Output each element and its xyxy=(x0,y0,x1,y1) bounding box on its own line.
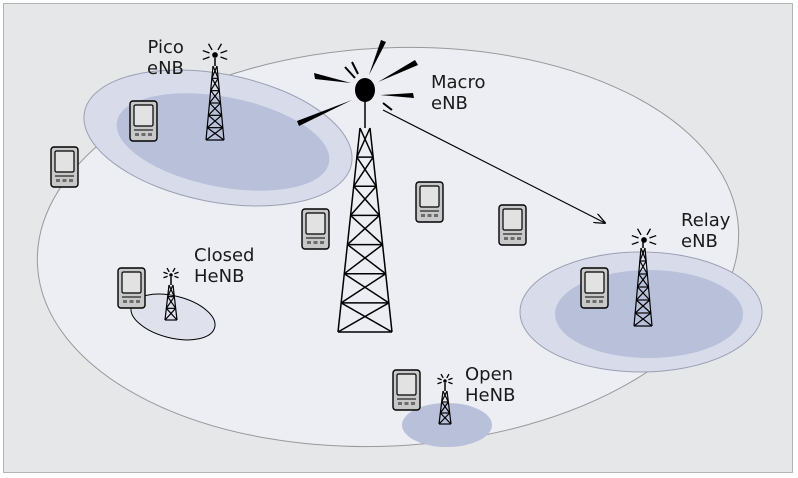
closed-henb-tower-icon xyxy=(164,277,178,321)
pico-antenna-icon xyxy=(202,43,228,61)
handset-icon xyxy=(392,369,421,411)
open-label-line2: HeNB xyxy=(465,385,516,406)
handset-icon xyxy=(50,146,79,188)
relay-label-line1: Relay xyxy=(681,210,731,231)
open-henb-label: Open HeNB xyxy=(465,364,515,406)
closed-henb-antenna-icon xyxy=(163,267,179,279)
closed-label-line1: Closed xyxy=(194,245,255,266)
macro-enb-label: Macro eNB xyxy=(431,72,485,114)
relay-enb-label: Relay eNB xyxy=(681,210,730,252)
handset-icon xyxy=(129,100,158,142)
handset-icon xyxy=(415,181,444,223)
relay-antenna-icon xyxy=(631,228,657,246)
open-henb-coverage xyxy=(402,403,492,447)
macro-label-line2: eNB xyxy=(431,93,468,114)
open-henb-tower-icon xyxy=(438,383,452,425)
pico-label-line1: Pico xyxy=(147,37,184,58)
pico-tower-icon xyxy=(205,58,225,141)
pico-label-line2: eNB xyxy=(147,58,184,79)
pico-enb-label: Pico eNB xyxy=(147,37,184,79)
open-label-line1: Open xyxy=(465,364,514,385)
macro-antenna-icon xyxy=(297,40,418,126)
macro-label-line1: Macro xyxy=(431,72,486,93)
handset-icon xyxy=(580,267,609,309)
handset-icon xyxy=(498,204,527,246)
handset-icon xyxy=(117,267,146,309)
macro-tower-icon xyxy=(337,100,393,333)
closed-henb-label: Closed HeNB xyxy=(194,245,254,287)
handset-icon xyxy=(301,208,330,250)
relay-label-line2: eNB xyxy=(681,231,718,252)
open-henb-antenna-icon xyxy=(437,373,453,385)
closed-label-line2: HeNB xyxy=(194,266,245,287)
macro-to-relay-link xyxy=(382,109,605,223)
relay-tower-icon xyxy=(633,240,653,327)
